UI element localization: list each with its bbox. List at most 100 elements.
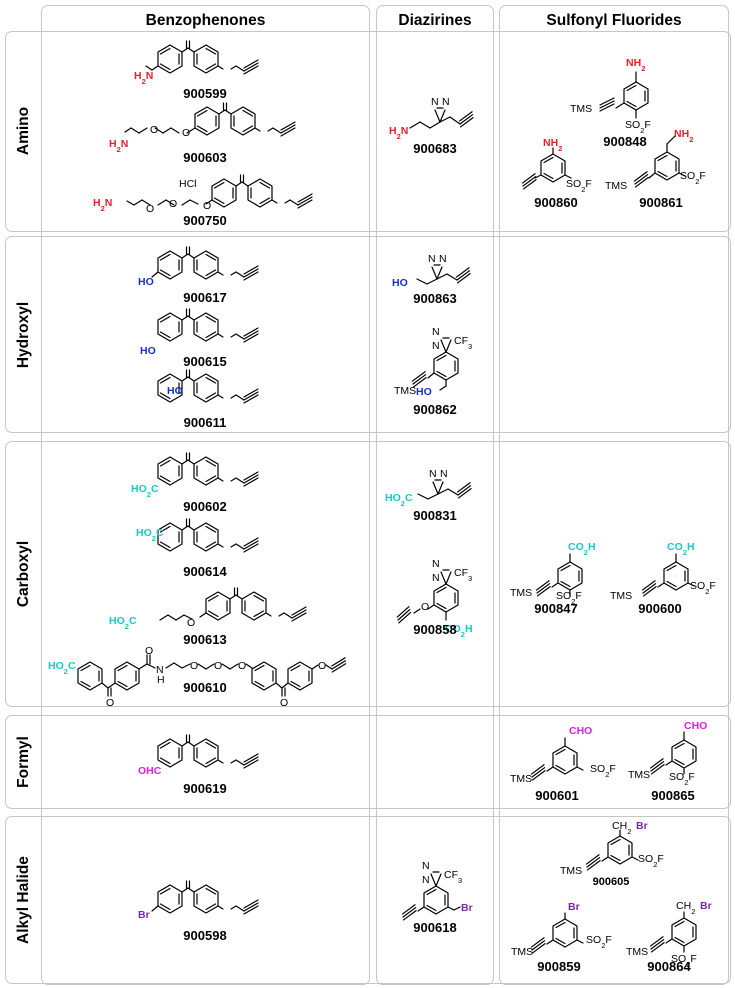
svg-text:N: N xyxy=(432,558,440,570)
compound-id-900614: 900614 xyxy=(183,564,227,579)
structure-900600 xyxy=(640,553,695,597)
carboxyl-group-900858: CO2H xyxy=(445,623,473,639)
sulfonyl-fluoride-label: SO2F xyxy=(680,170,706,186)
amine-group-900603: H2N xyxy=(109,138,128,154)
svg-text:N: N xyxy=(432,326,440,338)
svg-text:N: N xyxy=(428,253,436,265)
carboxyl-group-900602: HO2C xyxy=(131,483,159,499)
ether-oxygen: O xyxy=(421,601,429,613)
sulfonyl-fluoride-label: SO2F xyxy=(590,763,616,779)
column-header-benzophenones: Benzophenones xyxy=(145,12,266,29)
bromide-group-900859: Br xyxy=(568,901,580,913)
compound-id-900863: 900863 xyxy=(413,291,456,306)
amide-oxygen: O xyxy=(145,645,153,657)
oxygen-atom: O xyxy=(146,203,154,215)
structure-900683: N N xyxy=(409,96,475,129)
svg-text:N: N xyxy=(431,96,439,108)
structure-900863: N N xyxy=(416,253,472,285)
compound-id-900618: 900618 xyxy=(413,920,456,935)
svg-text:N: N xyxy=(422,860,430,872)
structure-900858: N N CF3 xyxy=(394,558,472,624)
compound-id-900601: 900601 xyxy=(535,788,578,803)
compound-id-900861: 900861 xyxy=(639,195,682,210)
structure-900865 xyxy=(648,731,697,775)
compound-id-900610: 900610 xyxy=(183,680,226,695)
compound-id-900831: 900831 xyxy=(413,508,456,523)
svg-text:N: N xyxy=(440,468,448,480)
oxygen-atom: O xyxy=(169,198,177,210)
structure-900602 xyxy=(157,452,259,487)
hydroxyl-group-900863: HO xyxy=(392,277,408,289)
compound-id-900598: 900598 xyxy=(183,928,226,943)
bromide-group-900864: Br xyxy=(700,900,712,912)
structure-900613 xyxy=(159,587,307,622)
svg-text:N: N xyxy=(432,572,440,584)
structure-900847 xyxy=(534,553,583,597)
sulfonyl-fluoride-label: SO2F xyxy=(690,580,716,596)
formyl-group-900619: OHC xyxy=(138,765,162,777)
structure-900862: N N CF3 xyxy=(410,326,472,391)
structure-900605 xyxy=(584,829,639,871)
oxygen-atom: O xyxy=(106,697,114,709)
tms-label: TMS xyxy=(610,590,632,602)
structure-900831: N N xyxy=(417,468,473,500)
compound-id-900615: 900615 xyxy=(183,354,226,369)
structure-900617 xyxy=(151,246,259,281)
structure-900848 xyxy=(599,71,649,119)
oxygen-atom: O xyxy=(150,124,158,136)
hydroxyl-group-900611: HO xyxy=(167,385,183,397)
sulfonyl-fluoride-label: SO2F xyxy=(586,934,612,950)
tms-label: TMS xyxy=(510,587,532,599)
structure-900599 xyxy=(145,40,259,75)
svg-text:CF3: CF3 xyxy=(454,567,472,583)
hydroxyl-row-box xyxy=(5,236,731,433)
sulfonyl-fluoride-label: SO2F xyxy=(566,178,592,194)
structure-900750 xyxy=(126,174,313,209)
benzophenones-column-box xyxy=(41,5,370,985)
oxygen-atom: O xyxy=(203,200,211,212)
structure-900601 xyxy=(529,737,584,781)
structure-900860 xyxy=(520,147,572,190)
sulfonyl-fluorides-column-box xyxy=(499,5,729,985)
amide-nitrogen: N xyxy=(156,664,164,676)
hydroxyl-group-900862: HO xyxy=(416,386,432,398)
tms-label: TMS xyxy=(560,865,582,877)
hcl-label: HCl xyxy=(179,178,197,190)
carboxyl-group-900600: CO2H xyxy=(667,541,695,557)
sulfonyl-fluoride-label: SO2F xyxy=(638,853,664,869)
structure-900603 xyxy=(124,102,296,137)
structure-900618: N N CF3 xyxy=(400,860,462,921)
svg-text:N: N xyxy=(432,340,440,352)
compound-id-900862: 900862 xyxy=(413,402,456,417)
tms-label: TMS xyxy=(570,103,592,115)
structure-900859 xyxy=(529,912,584,954)
formyl-row-box xyxy=(5,715,731,809)
carboxyl-group-900610: HO2C xyxy=(48,660,76,676)
oxygen-atom: O xyxy=(190,660,198,672)
bromide-group-900598: Br xyxy=(138,909,150,921)
tms-label: TMS xyxy=(511,946,533,958)
compound-id-900600: 900600 xyxy=(638,601,681,616)
column-header-sulfonyl-fluorides: Sulfonyl Fluorides xyxy=(546,12,682,29)
sulfonyl-fluoride-label: SO2F xyxy=(556,590,582,606)
carboxyl-row-box xyxy=(5,441,731,707)
structure-900610 xyxy=(77,654,347,697)
carboxyl-group-900614: HO2C xyxy=(136,527,164,543)
compound-id-900603: 900603 xyxy=(183,150,226,165)
oxygen-atom: O xyxy=(238,660,246,672)
svg-text:N: N xyxy=(442,96,450,108)
hydroxyl-group-900617: HO xyxy=(138,276,154,288)
oxygen-atom: O xyxy=(187,617,195,629)
structure-900864 xyxy=(648,911,697,953)
carboxyl-group-900847: CO2H xyxy=(568,541,596,557)
amine-group-900683: H2N xyxy=(389,125,408,141)
svg-text:N: N xyxy=(422,874,430,886)
structure-900615 xyxy=(157,308,259,343)
amine-group-900750: H2N xyxy=(93,197,112,213)
sulfonyl-fluoride-label: SO2F xyxy=(625,119,651,135)
compound-id-900865: 900865 xyxy=(651,788,694,803)
structure-900861 xyxy=(632,135,686,188)
svg-text:CF3: CF3 xyxy=(454,335,472,351)
tms-label: TMS xyxy=(626,946,648,958)
